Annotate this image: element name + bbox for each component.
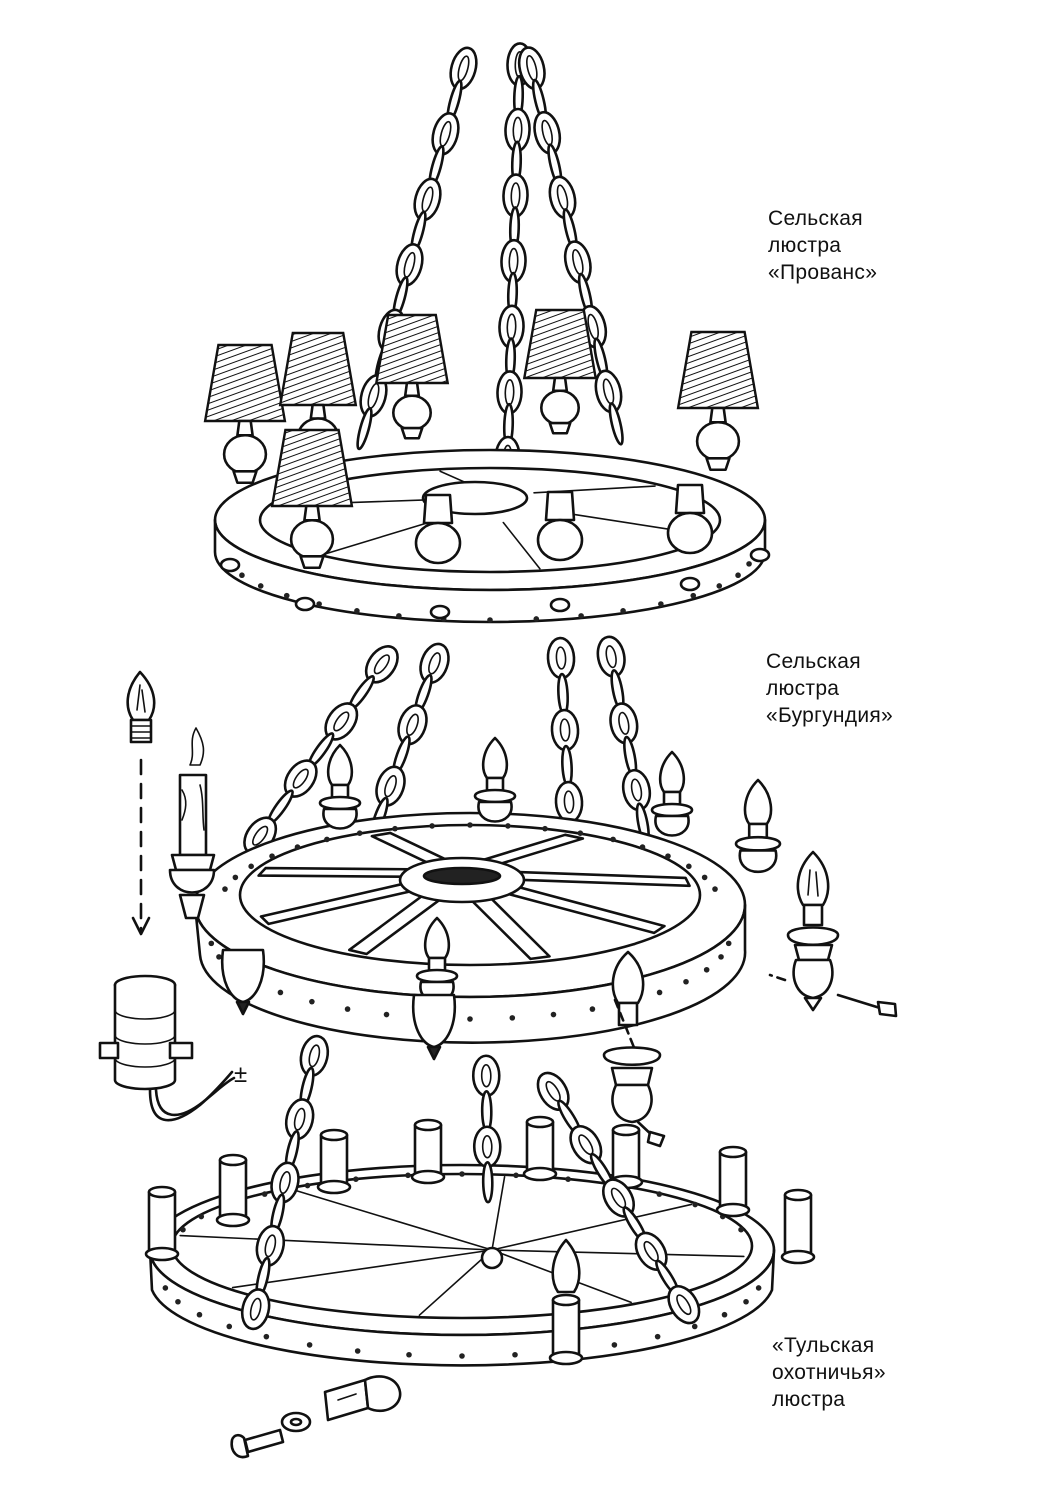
caption-burgundy: Сельская люстра «Бургундия» bbox=[766, 648, 893, 729]
candle-bulb-icon bbox=[768, 850, 898, 1018]
chandelier-provence-icon bbox=[203, 42, 771, 624]
chandelier-burgundy-icon bbox=[193, 635, 782, 1061]
caption-provence: Сельская люстра «Прованс» bbox=[768, 205, 877, 286]
candle-bulb-icon bbox=[602, 950, 666, 1148]
chandelier-tula-icon bbox=[144, 1034, 816, 1367]
lamp-socket-icon bbox=[98, 670, 236, 1122]
caption-line: «Тульская bbox=[772, 1334, 875, 1357]
caption-line: люстра bbox=[766, 677, 840, 700]
candle-bulb-icon bbox=[168, 727, 216, 920]
chain-icon bbox=[356, 42, 624, 546]
chain-icon bbox=[240, 1034, 701, 1331]
caption-line: «Прованс» bbox=[768, 261, 878, 284]
bolt-icon bbox=[230, 1375, 402, 1459]
caption-line: люстра bbox=[768, 234, 842, 257]
caption-tula: «Тульская охотничья» люстра bbox=[772, 1332, 886, 1413]
caption-line: охотничья» bbox=[772, 1361, 886, 1384]
caption-line: «Бургундия» bbox=[766, 704, 894, 727]
polarity-label: ± bbox=[234, 1061, 247, 1088]
caption-line: Сельская bbox=[766, 650, 861, 673]
caption-line: Сельская bbox=[768, 207, 863, 230]
caption-line: люстра bbox=[772, 1388, 846, 1411]
